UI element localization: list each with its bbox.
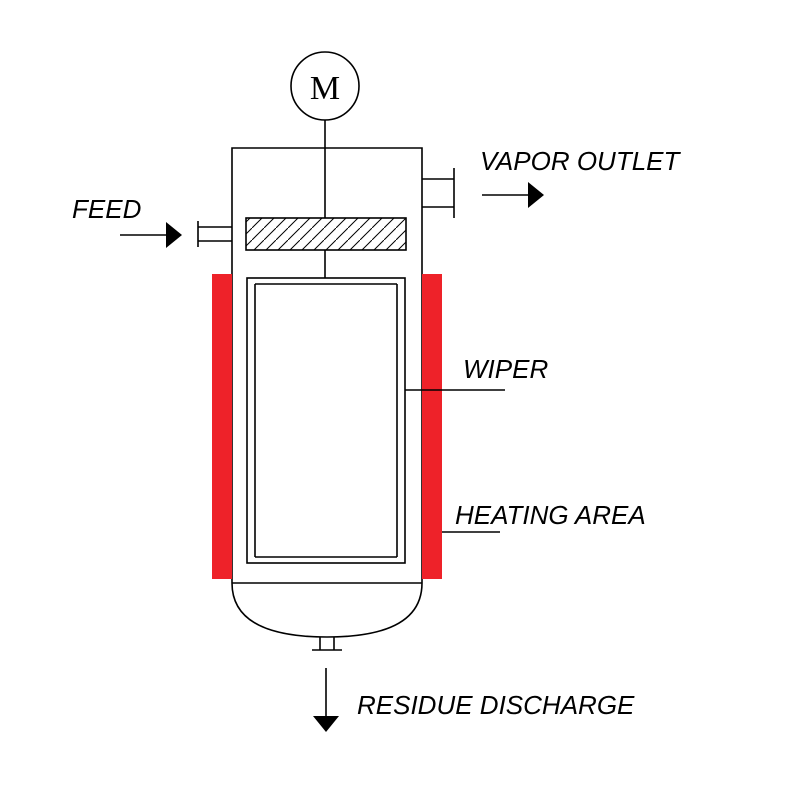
feed-label: FEED	[72, 194, 141, 224]
motor: M	[290, 51, 360, 121]
wiper-rotor	[246, 277, 406, 564]
vapor-outlet-nozzle	[422, 168, 455, 218]
feed-arrow-head	[166, 222, 182, 248]
feed-arrow	[120, 222, 182, 248]
heating-area-label: HEATING AREA	[455, 500, 646, 530]
vessel-dished-bottom	[231, 582, 423, 638]
vapor-outlet-label: VAPOR OUTLET	[480, 146, 681, 176]
distributor-plate	[245, 217, 407, 251]
residue-nozzle	[312, 637, 342, 651]
heating-jacket-right	[422, 274, 442, 579]
motor-symbol: M	[310, 70, 340, 107]
wiper-label: WIPER	[463, 354, 548, 384]
vapor-arrow-head	[528, 182, 544, 208]
residue-discharge-label: RESIDUE DISCHARGE	[357, 690, 635, 720]
residue-arrow	[313, 668, 339, 732]
residue-arrow-head	[313, 716, 339, 732]
vessel-wall	[231, 147, 423, 583]
vapor-outlet-arrow	[482, 182, 544, 208]
wiper-frame-outer	[246, 277, 406, 564]
heating-jacket-left	[212, 274, 232, 579]
feed-nozzle	[197, 221, 232, 247]
